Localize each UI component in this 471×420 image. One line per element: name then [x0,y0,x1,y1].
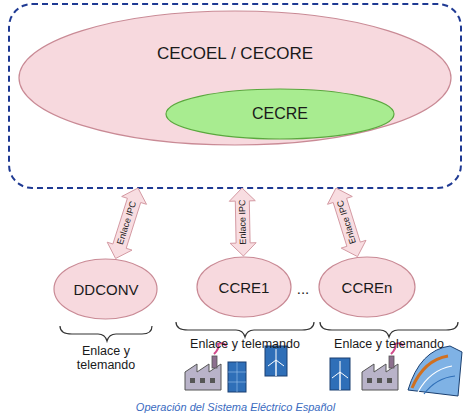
link-arrow [229,188,256,256]
center-ellipse: CCRE1 [196,256,292,318]
brace [320,322,458,337]
link-note: Enlace y telemando [62,344,150,372]
link-arrow [107,188,146,259]
node-label: CCRE1 [219,279,270,296]
center-ellipse: CECOEL / CECORE CECRE [18,10,452,146]
ellipsis: ... [290,280,316,297]
node-label: CECOEL / CECORE [157,44,313,64]
brace [176,322,314,337]
link-label: Enlace IPC [114,199,139,247]
link-arrow [328,188,367,257]
wind-turbine-icon [330,358,350,390]
link-note: Enlace y telemando [180,337,310,351]
node-label: CECRE [252,105,308,123]
caption: Operación del Sistema Eléctrico Español [0,401,471,413]
center-ellipse: CCREn [318,256,416,318]
solar-panel-icon [228,362,246,392]
brace [60,326,152,341]
link-note: Enlace y telemando [324,337,454,351]
node-label: CCREn [342,279,393,296]
inner-ellipse: CECRE [165,88,395,140]
link-label: Enlace IPC [237,198,249,245]
link-label: Enlace IPC [334,198,359,246]
center-ellipse: DDCONV [53,258,158,320]
dam-icon [408,346,462,396]
node-label: DDCONV [73,281,138,298]
